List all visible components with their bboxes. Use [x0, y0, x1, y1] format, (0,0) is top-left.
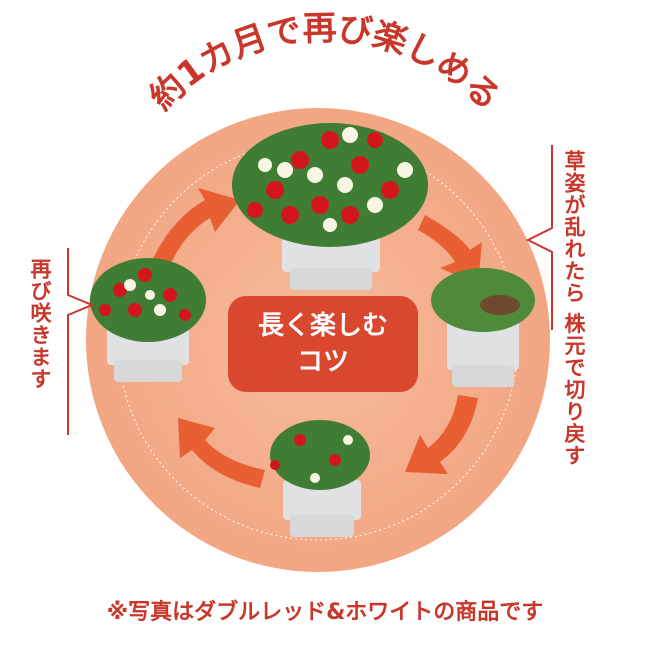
title-arc-text: 約1カ月で再び楽しめる: [142, 8, 508, 118]
right-bracket: [525, 145, 553, 330]
center-label-line1: 長く楽しむ: [257, 311, 388, 341]
plant-cut-back: [431, 268, 535, 387]
plant-regrowing: [270, 420, 370, 537]
footer-note: ※写真はダブルレッド&ホワイトの商品です: [106, 600, 544, 625]
arrow-up-right: [150, 188, 240, 270]
arrow-down-right: [418, 215, 482, 285]
cycle-arrows: [150, 188, 482, 488]
left-note: 再び咲きます: [28, 258, 52, 390]
right-note-line1: 草姿が乱れたら: [562, 150, 586, 304]
right-note: 草姿が乱れたら 株元で切り戻す: [562, 150, 586, 466]
right-note-line2: 株元で切り戻す: [562, 312, 586, 467]
arrow-down-left: [405, 395, 478, 474]
center-label-line2: コツ: [296, 347, 349, 377]
plant-full-bloom: [232, 123, 428, 290]
plant-reblooming: [90, 258, 206, 382]
center-label-box: 長く楽しむ コツ: [228, 296, 418, 392]
left-bracket: [67, 248, 95, 435]
arrow-up-left: [178, 418, 265, 488]
